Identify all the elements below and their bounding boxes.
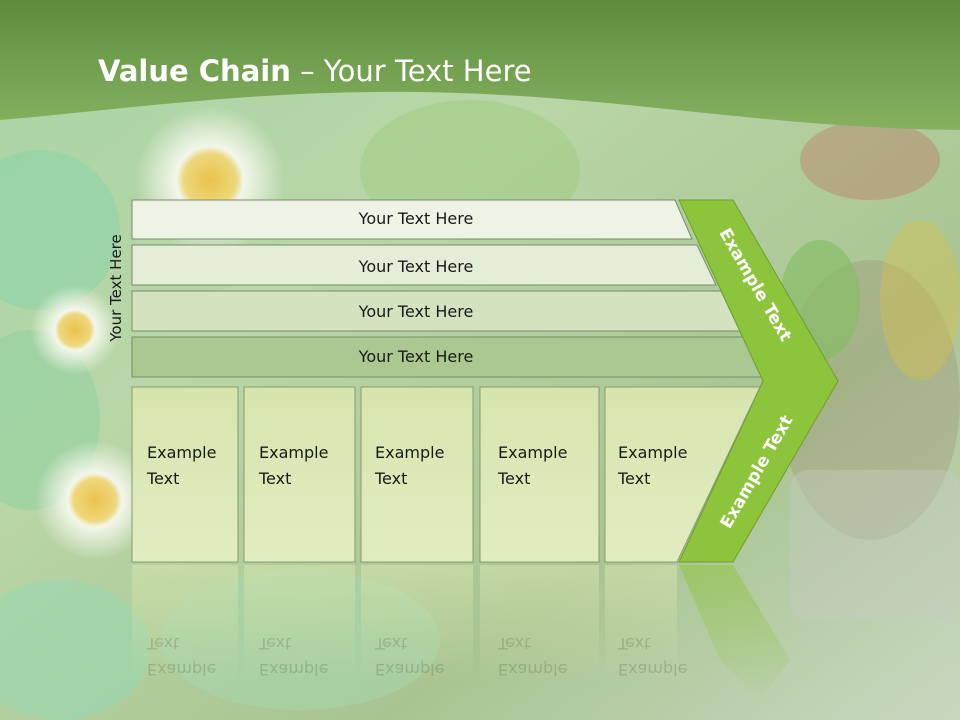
box-shape-5 — [604, 386, 761, 563]
band-shape-1 — [131, 199, 693, 240]
band-shape-2 — [131, 244, 717, 286]
box-shape-4 — [479, 386, 600, 563]
band-label-2: Your Text Here — [358, 257, 474, 276]
box-shape-3 — [360, 386, 474, 563]
chevron-shape — [678, 199, 839, 563]
band-label-3: Your Text Here — [358, 302, 474, 321]
box-shape-2 — [243, 386, 356, 563]
band-label-4: Your Text Here — [358, 347, 474, 366]
box-shape-1 — [131, 386, 239, 563]
header-band — [0, 0, 960, 130]
title-bold: Value Chain — [98, 54, 291, 88]
side-label-text: Your Text Here — [107, 234, 125, 342]
band-label-1: Your Text Here — [358, 209, 474, 228]
title-rest: – Your Text Here — [290, 54, 532, 88]
slide-title: Value Chain – Your Text Here — [98, 54, 532, 88]
chevron-reflection — [679, 565, 790, 700]
